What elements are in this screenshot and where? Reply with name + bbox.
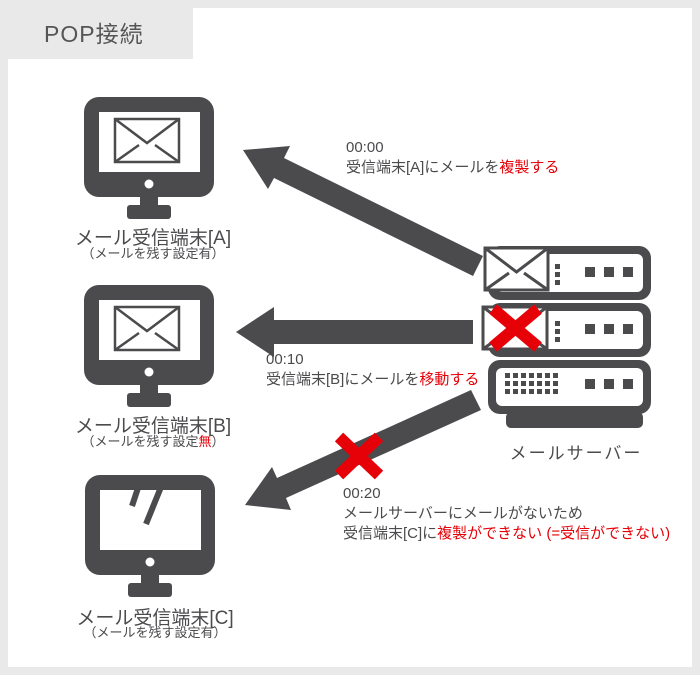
mail-server-label: メールサーバー: [509, 444, 643, 463]
terminal-a-label: メール受信端末[A]: [74, 228, 232, 249]
annotation-text: 受信端末[C]に複製ができない (=受信ができない): [343, 525, 671, 542]
terminal-c-note: （メールを残す設定有）: [83, 625, 227, 640]
terminal-b-label: メール受信端末[B]: [74, 416, 232, 437]
annotation-00-20: 00:20 メールサーバーにメールがないため 受信端末[C]に複製ができない (…: [343, 484, 670, 544]
mail-icon: [113, 117, 181, 164]
mail-icon: [113, 305, 181, 352]
terminal-b-monitor-icon: [84, 285, 214, 407]
terminal-b-note: （メールを残す設定無）: [81, 434, 225, 449]
terminal-c-label: メール受信端末[C]: [76, 608, 234, 629]
terminal-a-note: （メールを残す設定有）: [81, 246, 225, 261]
annotation-00-10: 00:10 受信端末[B]にメールを移動する: [266, 350, 479, 390]
vent-grid-icon: [505, 373, 558, 394]
annotation-text: メールサーバーにメールがないため: [343, 505, 583, 522]
annotation-text: 受信端末[B]にメールを移動する: [266, 371, 480, 388]
annotation-00-00: 00:00 受信端末[A]にメールを複製する: [346, 138, 559, 178]
mail-server-icon: [481, 246, 651, 428]
title-box: POP接続: [8, 8, 193, 59]
terminal-c-monitor-icon: [85, 475, 215, 597]
terminal-a-monitor-icon: [84, 97, 214, 219]
annotation-time: 00:00: [346, 139, 384, 156]
page-title: POP接続: [44, 21, 144, 47]
annotation-time: 00:20: [343, 485, 381, 502]
annotation-time: 00:10: [266, 351, 304, 368]
annotation-text: 受信端末[A]にメールを複製する: [346, 159, 560, 176]
deleted-mail-icon: [481, 304, 549, 352]
failure-cross-icon: [334, 432, 384, 480]
stored-mail-icon: [483, 246, 550, 292]
deleted-cross-icon: [489, 304, 542, 352]
empty-screen-shine-icon: [129, 485, 164, 526]
